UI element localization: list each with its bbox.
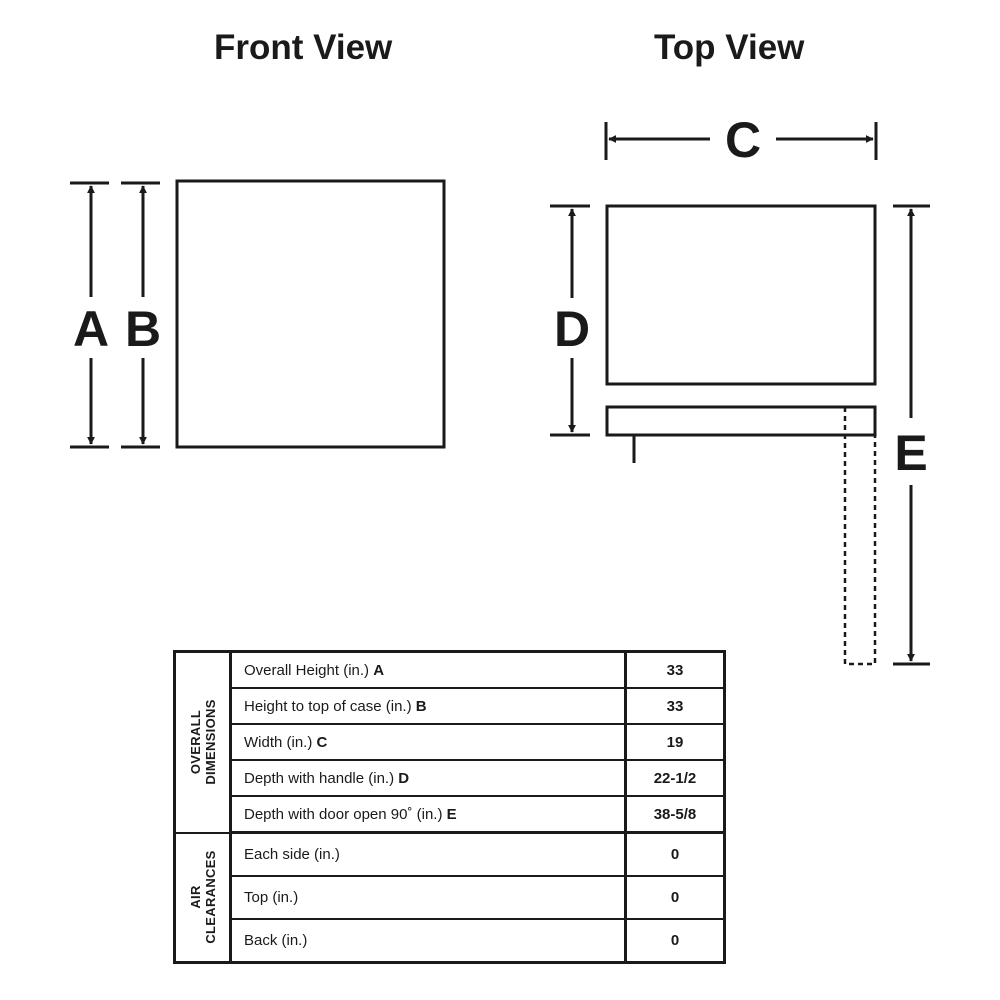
group-label-overall-dimensions: OVERALL DIMENSIONS [173,650,232,834]
row-value: 19 [624,723,726,761]
table-row: Depth with handle (in.) D 22-1/2 [175,759,726,797]
row-value: 38-5/8 [624,795,726,834]
table-row: Depth with door open 90˚ (in.) E 38-5/8 [175,795,726,834]
row-label: Overall Height (in.) A [229,650,627,689]
row-value: 0 [624,831,726,877]
row-value: 33 [624,687,726,725]
table-row: Top (in.) 0 [175,875,726,920]
table-row: Width (in.) C 19 [175,723,726,761]
row-value: 33 [624,650,726,689]
door-open-outline [843,407,877,666]
table-row: OVERALL DIMENSIONS Overall Height (in.) … [173,650,726,834]
row-label: Depth with door open 90˚ (in.) E [229,795,627,834]
table-row: Back (in.) 0 [175,918,726,964]
front-view-outline [175,179,446,449]
dimension-label-b: B [125,301,161,357]
row-value: 0 [624,918,726,964]
dimension-label-d: D [554,301,590,357]
row-label: Top (in.) [229,875,627,920]
dimension-label-a: A [73,301,109,357]
row-label: Each side (in.) [229,831,627,877]
table-row: Height to top of case (in.) B 33 [175,687,726,725]
front-view-title: Front View [214,28,393,67]
row-value: 0 [624,875,726,920]
row-label: Depth with handle (in.) D [229,759,627,797]
top-view-body-outline [605,204,877,386]
row-label: Height to top of case (in.) B [229,687,627,725]
dimension-label-e: E [894,425,927,481]
table-row: AIR CLEARANCES Each side (in.) 0 [173,831,726,964]
row-value: 22-1/2 [624,759,726,797]
dimension-label-c: C [725,112,761,168]
top-view-title: Top View [654,28,805,67]
specifications-table: OVERALL DIMENSIONS Overall Height (in.) … [173,650,726,964]
row-label: Back (in.) [229,918,627,964]
top-view-door-outline [605,405,877,437]
group-label-air-clearances: AIR CLEARANCES [173,831,232,964]
row-label: Width (in.) C [229,723,627,761]
